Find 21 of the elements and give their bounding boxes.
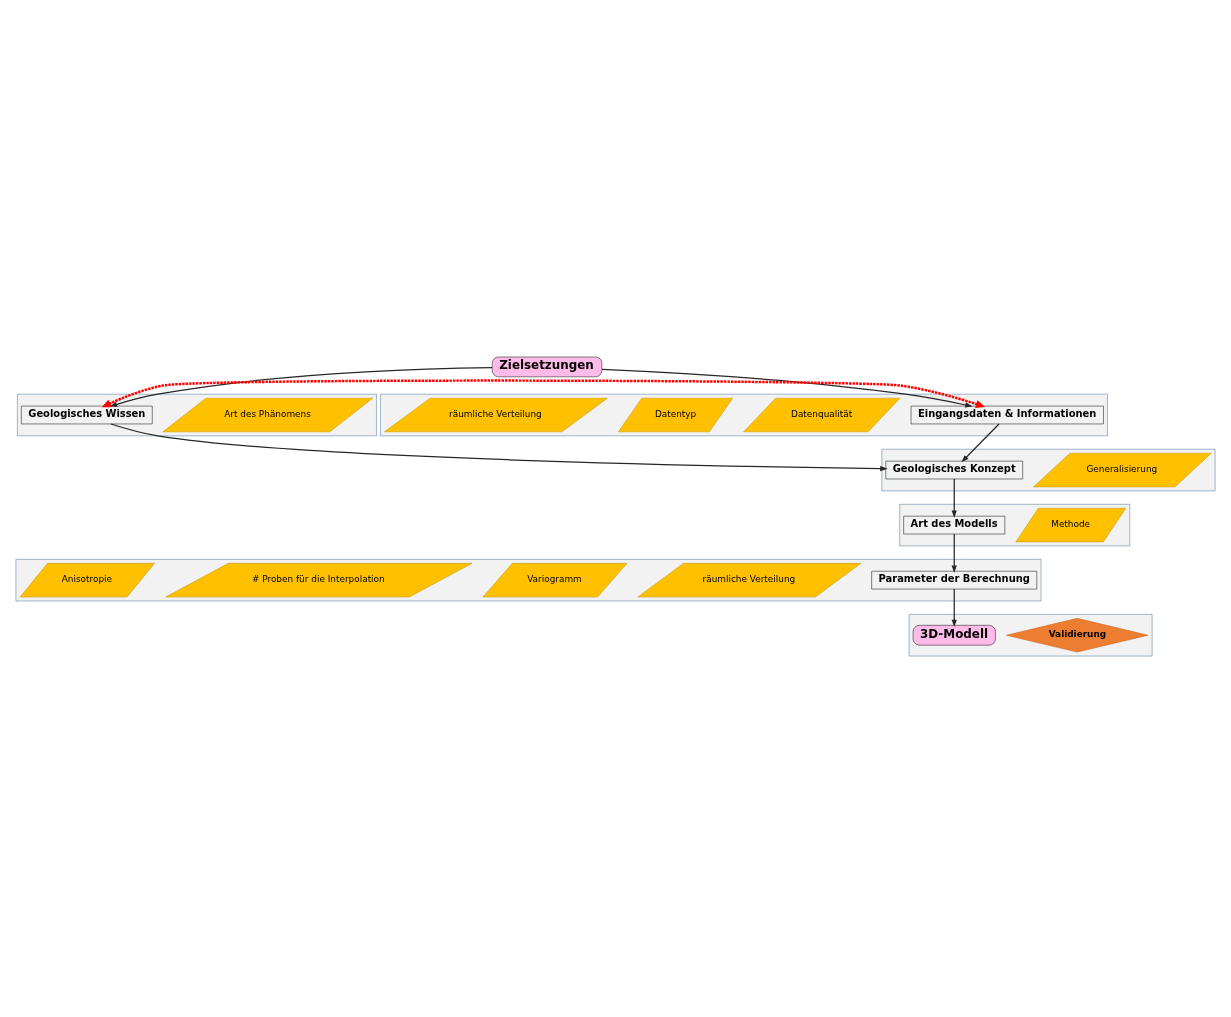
cluster [908, 614, 1153, 657]
arrow [951, 588, 957, 628]
cluster [17, 393, 377, 437]
arrow [951, 533, 957, 573]
node-diamond: Validierung [1006, 618, 1149, 653]
node-box: 3D-Modell [912, 625, 996, 646]
cluster [899, 504, 1131, 547]
cluster [380, 393, 1108, 437]
node-box: Geologisches Konzept [885, 460, 1023, 480]
node-box: Eingangsdaten & Informationen [910, 405, 1104, 425]
node-box: Parameter der Berechnung [871, 571, 1038, 590]
arrow [101, 379, 986, 408]
cluster [15, 559, 1042, 602]
arrow [109, 366, 493, 407]
node-box: Art des Modells [903, 515, 1006, 535]
arrow [601, 368, 973, 408]
arrow [110, 423, 888, 472]
node-box: Geologisches Wissen [21, 405, 153, 425]
arrow [951, 478, 957, 518]
arrow [961, 423, 1000, 463]
node-box: Zielsetzungen [492, 356, 603, 378]
